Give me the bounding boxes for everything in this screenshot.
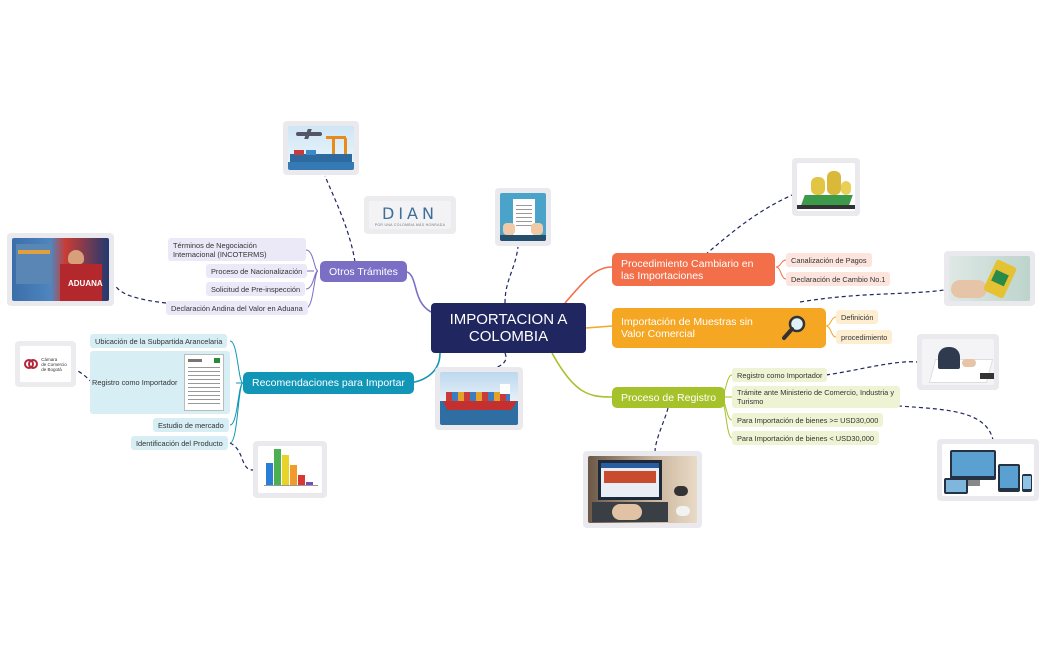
bracket-muestras xyxy=(825,316,837,338)
branch-label: Recomendaciones para Importar xyxy=(252,377,405,389)
leaf-label: Para Importación de bienes >= USD30,000 xyxy=(737,415,879,425)
bracket-registro xyxy=(719,374,733,439)
link-cambiario xyxy=(564,266,613,304)
link-muestras xyxy=(585,325,613,329)
leaf-label: Registro como Importador xyxy=(92,378,178,387)
image-person-writing xyxy=(917,334,999,390)
leaf-label: Canalización de Pagos xyxy=(791,255,867,265)
dash-bienes-devices xyxy=(876,403,994,441)
camara-logo-text: Cámara de Comercio de Bogotá xyxy=(41,357,67,372)
bracket-recomendaciones xyxy=(229,340,244,444)
leaf-incoterms[interactable]: Términos de Negociación Internacional (I… xyxy=(168,238,306,261)
leaf-definicion[interactable]: Definición xyxy=(836,310,879,324)
leaf-declaracion-andina[interactable]: Declaración Andina del Valor en Aduana xyxy=(166,301,308,315)
branch-label: Importación de Muestras sin Valor Comerc… xyxy=(621,316,753,340)
camara-line: Cámara xyxy=(41,356,58,362)
image-dian-logo: DIAN POR UNA COLOMBIA MÁS HONRADA xyxy=(364,196,456,234)
leaf-label: Términos de Negociación Internacional (I… xyxy=(173,240,267,259)
leaf-label: Estudio de mercado xyxy=(158,420,224,430)
dash-registro-person xyxy=(825,361,919,376)
leaf-label: Declaración de Cambio No.1 xyxy=(791,274,886,284)
central-topic[interactable]: IMPORTACION A COLOMBIA xyxy=(431,303,586,353)
branch-label: Otros Trámites xyxy=(329,265,398,278)
branch-muestras[interactable]: Importación de Muestras sin Valor Comerc… xyxy=(612,308,826,348)
leaf-registro-importador[interactable]: Registro como Importador xyxy=(90,351,230,414)
leaf-label: Declaración Andina del Valor en Aduana xyxy=(171,303,303,313)
central-title: IMPORTACION A COLOMBIA xyxy=(449,311,568,345)
leaf-label: Para Importación de bienes < USD30,000 xyxy=(737,433,875,443)
image-laptop-website xyxy=(583,451,702,528)
leaf-label: procedimiento xyxy=(841,332,888,342)
branch-label: Procedimiento Cambiario en las Importaci… xyxy=(621,257,754,282)
leaf-tramite-ministerio[interactable]: Trámite ante Ministerio de Comercio, Ind… xyxy=(732,386,900,408)
link-registro xyxy=(551,352,613,398)
link-otros xyxy=(402,270,432,313)
leaf-label: Proceso de Nacionalización xyxy=(211,266,303,276)
leaf-label: Trámite ante Ministerio de Comercio, Ind… xyxy=(737,388,895,406)
form-thumbnail xyxy=(184,354,224,411)
image-cargo-ship xyxy=(435,367,523,430)
image-money-coins xyxy=(792,158,860,216)
leaf-declaracion-cambio[interactable]: Declaración de Cambio No.1 xyxy=(786,272,891,286)
image-camara-comercio-logo: Cámara de Comercio de Bogotá xyxy=(15,341,76,387)
leaf-procedimiento[interactable]: procedimiento xyxy=(836,330,893,344)
dian-logo-tagline: POR UNA COLOMBIA MÁS HONRADA xyxy=(374,222,446,227)
magnifier-icon xyxy=(782,315,806,340)
leaf-registro-importador-2[interactable]: Registro como Importador xyxy=(732,368,828,382)
image-bar-chart xyxy=(253,441,327,498)
dash-cambiario-coins xyxy=(704,194,793,256)
leaf-bienes-mayor[interactable]: Para Importación de bienes >= USD30,000 xyxy=(732,413,884,427)
leaf-subpartida[interactable]: Ubicación de la Subpartida Arancelaria xyxy=(90,334,228,348)
leaf-label: Ubicación de la Subpartida Arancelaria xyxy=(95,336,223,346)
dash-registro-laptop xyxy=(654,407,669,453)
camara-line: de Comercio xyxy=(41,361,67,367)
dash-declaracion-aduana xyxy=(114,284,167,304)
bracket-cambiario xyxy=(775,259,787,280)
branch-recomendaciones[interactable]: Recomendaciones para Importar xyxy=(243,372,414,394)
bracket-otros xyxy=(305,249,319,309)
image-aduana-officer: ADUANA xyxy=(7,233,114,306)
image-plane-port xyxy=(283,121,359,175)
dash-otros-plane xyxy=(324,175,356,263)
leaf-estudio-mercado[interactable]: Estudio de mercado xyxy=(153,418,229,432)
leaf-label: Registro como Importador xyxy=(737,370,823,380)
branch-otros-tramites[interactable]: Otros Trámites xyxy=(320,261,407,282)
branch-label: Proceso de Registro xyxy=(621,391,717,404)
leaf-nacionalizacion[interactable]: Proceso de Nacionalización xyxy=(206,264,308,278)
leaf-identificacion-producto[interactable]: Identificación del Producto xyxy=(131,436,228,450)
camara-line: de Bogotá xyxy=(41,366,62,372)
dash-central-doc xyxy=(504,246,519,304)
dian-logo-text: DIAN xyxy=(382,203,438,223)
image-battery-hand xyxy=(944,251,1035,306)
image-document-hands xyxy=(495,188,551,246)
camara-logo-icon xyxy=(24,359,39,369)
leaf-canalizacion-pagos[interactable]: Canalización de Pagos xyxy=(786,253,872,267)
branch-proceso-registro[interactable]: Proceso de Registro xyxy=(612,387,726,408)
leaf-bienes-menor[interactable]: Para Importación de bienes < USD30,000 xyxy=(732,431,880,445)
leaf-label: Solicitud de Pre-inspección xyxy=(211,284,301,294)
image-responsive-devices xyxy=(937,439,1039,501)
leaf-label: Identificación del Producto xyxy=(136,438,223,448)
leaf-label: Definición xyxy=(841,312,874,322)
leaf-preinspeccion[interactable]: Solicitud de Pre-inspección xyxy=(206,282,306,296)
aduana-sign-text: ADUANA xyxy=(68,279,103,288)
dash-muestras-battery xyxy=(799,289,945,303)
branch-procedimiento-cambiario[interactable]: Procedimiento Cambiario en las Importaci… xyxy=(612,253,775,286)
dash-identificacion-chart xyxy=(229,442,254,471)
